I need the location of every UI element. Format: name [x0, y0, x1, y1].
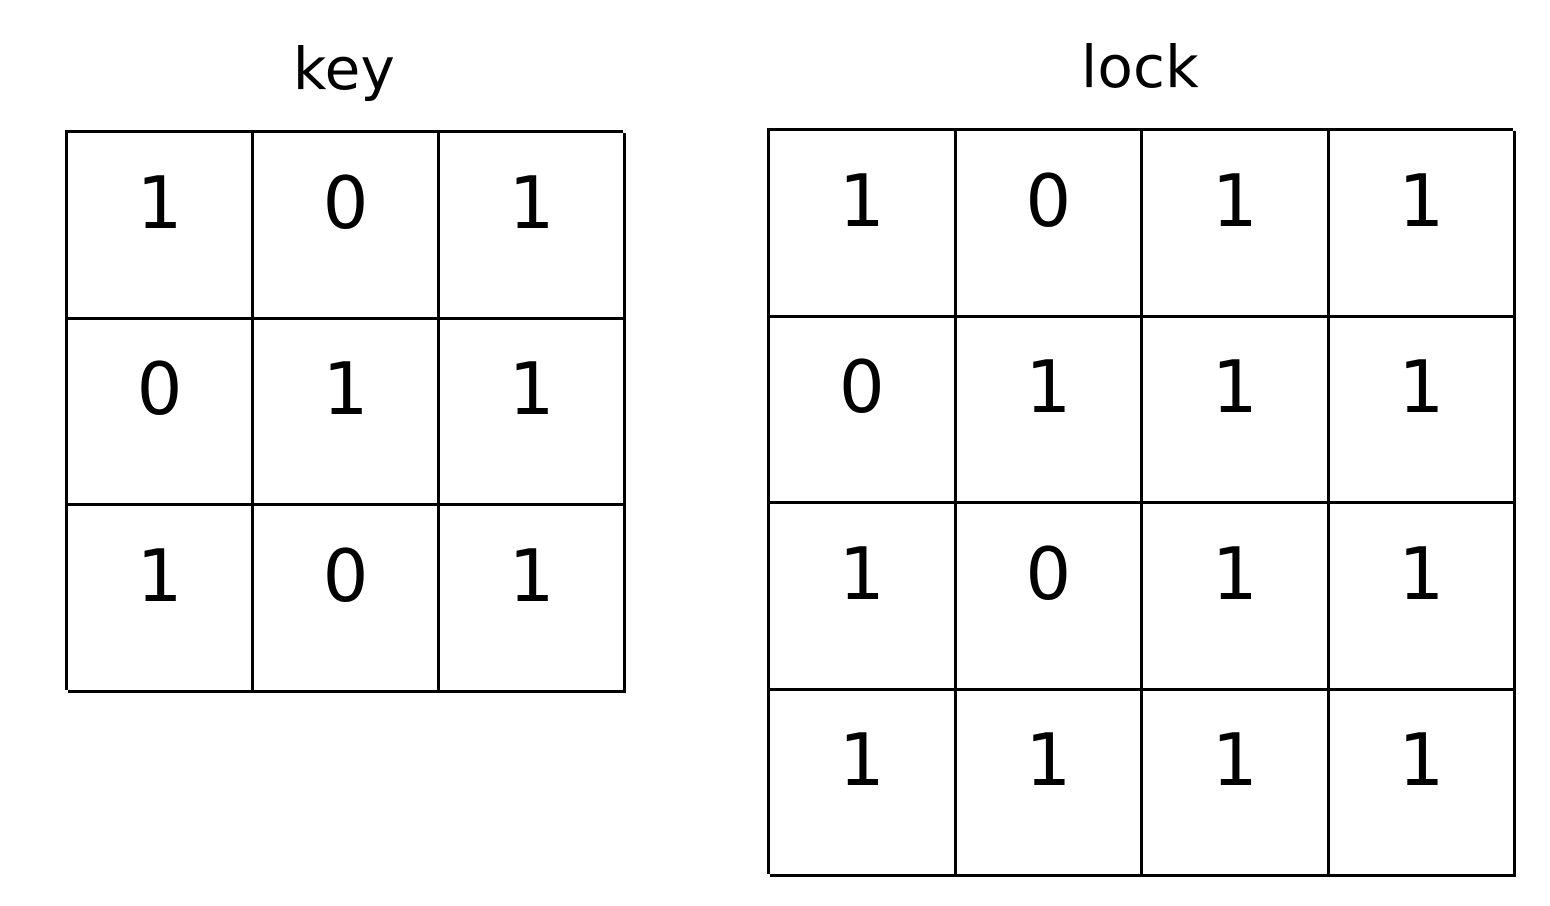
grid-cell-value: 1 [508, 534, 555, 619]
grid-cell-value: 0 [322, 160, 369, 245]
grid-cell: 1 [1329, 317, 1516, 504]
lock-panel-title: lock [1081, 33, 1199, 101]
grid-cell-value: 1 [1211, 345, 1258, 430]
grid-cell: 1 [770, 131, 957, 318]
grid-cell-value: 1 [1398, 531, 1445, 616]
grid-cell-value: 1 [838, 718, 885, 803]
grid-cell-value: 0 [322, 534, 369, 619]
grid-cell-value: 1 [1025, 345, 1072, 430]
grid-cell: 0 [956, 504, 1143, 691]
key-grid: 1 0 1 0 1 1 1 0 1 [65, 130, 626, 693]
grid-cell-value: 1 [136, 534, 183, 619]
grid-cell-value: 1 [508, 160, 555, 245]
grid-cell: 1 [1329, 131, 1516, 318]
grid-cell: 1 [1143, 504, 1330, 691]
grid-cell: 1 [68, 506, 254, 693]
grid-cell: 1 [1143, 690, 1330, 877]
grid-cell-value: 0 [136, 347, 183, 432]
key-panel-title: key [292, 35, 396, 103]
grid-cell-value: 1 [838, 531, 885, 616]
grid-cell: 1 [770, 504, 957, 691]
grid-cell-value: 1 [1211, 531, 1258, 616]
grid-cell: 1 [1143, 317, 1330, 504]
grid-cell: 1 [68, 133, 254, 320]
grid-cell: 0 [956, 131, 1143, 318]
grid-cell-value: 1 [1211, 718, 1258, 803]
grid-cell-value: 0 [1025, 158, 1072, 243]
grid-cell-value: 1 [1211, 158, 1258, 243]
lock-grid: 1 0 1 1 0 1 1 1 1 0 1 1 1 1 1 1 [767, 128, 1516, 877]
grid-cell-value: 1 [1398, 718, 1445, 803]
grid-cell-value: 1 [1025, 718, 1072, 803]
grid-cell: 1 [440, 319, 626, 507]
grid-cell-value: 1 [1398, 158, 1445, 243]
grid-cell-value: 1 [322, 347, 369, 432]
grid-cell: 1 [254, 319, 440, 507]
grid-cell: 1 [1329, 504, 1516, 691]
grid-cell: 0 [68, 319, 254, 507]
grid-cell-value: 1 [136, 160, 183, 245]
grid-cell: 1 [440, 506, 626, 693]
grid-cell: 1 [770, 690, 957, 877]
grid-cell: 1 [956, 317, 1143, 504]
grid-cell-value: 0 [838, 345, 885, 430]
grid-cell: 1 [1329, 690, 1516, 877]
grid-cell: 0 [254, 506, 440, 693]
grid-cell-value: 1 [1398, 345, 1445, 430]
grid-cell: 1 [1143, 131, 1330, 318]
grid-cell-value: 1 [838, 158, 885, 243]
grid-cell-value: 1 [508, 347, 555, 432]
grid-cell: 1 [956, 690, 1143, 877]
grid-cell-value: 0 [1025, 531, 1072, 616]
grid-cell: 0 [770, 317, 957, 504]
grid-cell: 0 [254, 133, 440, 320]
grid-cell: 1 [440, 133, 626, 320]
